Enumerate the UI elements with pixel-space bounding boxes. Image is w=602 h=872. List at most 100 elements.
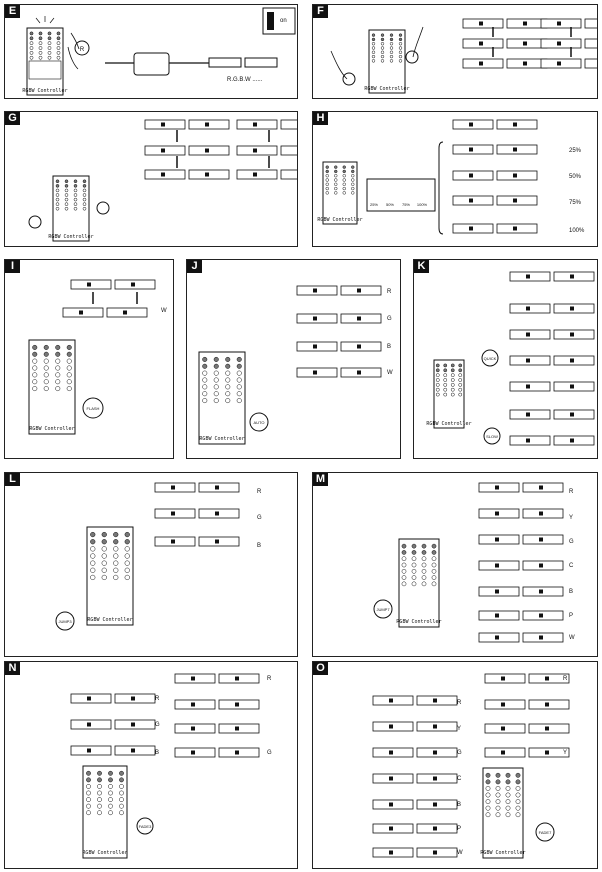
- led-strip-segment: [218, 723, 260, 734]
- led-strip-segment: [198, 536, 240, 547]
- remote-button-icon: [202, 384, 208, 390]
- jump3-button-label: JUMP3: [58, 619, 72, 624]
- remote-button-icon: [73, 184, 78, 188]
- led-strip-segment: [478, 534, 520, 545]
- led-strip-segment: [553, 381, 595, 392]
- brightness-button-labels: 25% 50% 75% 100%: [370, 202, 428, 207]
- remote-button-icon: [485, 799, 491, 804]
- remote-button-icon: [97, 810, 102, 816]
- led-strip-segment: [114, 745, 156, 756]
- remote-button-icon: [47, 46, 52, 50]
- remote-button-icon: [66, 344, 72, 350]
- led-strip-segment: [509, 303, 551, 314]
- remote-button-icon: [119, 810, 124, 816]
- remote-button-icon: [55, 197, 60, 202]
- led-strip-segment: [416, 721, 458, 732]
- color-g: G: [155, 722, 160, 728]
- remote-button-icon: [213, 363, 219, 369]
- remote-button-icon: [66, 365, 72, 371]
- color-c: C: [569, 563, 574, 569]
- led-strip-segment: [478, 610, 520, 621]
- remote-button-icon: [431, 556, 437, 562]
- remote-button-icon: [505, 792, 511, 798]
- remote-button-icon: [56, 36, 61, 41]
- led-strip-segment: [416, 773, 458, 784]
- led-strip-segment: [509, 329, 551, 340]
- led-strip-segment: [198, 508, 240, 519]
- color-right-r: R: [563, 676, 568, 682]
- led-strip-segment: [416, 799, 458, 810]
- led-strip-segment: [553, 435, 595, 446]
- color-p: P: [569, 613, 573, 619]
- led-strip-segment: [496, 195, 538, 206]
- remote-button-icon: [450, 368, 455, 373]
- led-strip-segment: [144, 119, 186, 130]
- remote-button-icon: [64, 202, 69, 206]
- remote-button-icon: [421, 550, 427, 555]
- remote-button-icon: [431, 575, 437, 580]
- remote-button-icon: [86, 810, 91, 816]
- controller-label: RGBW Controller: [317, 217, 362, 223]
- remote-button-icon: [342, 182, 346, 186]
- speed-up-button-icon: [96, 201, 110, 215]
- led-strip-segment: [372, 847, 414, 858]
- remote-button-icon: [43, 351, 49, 357]
- led-strip-segment: [522, 508, 564, 519]
- led-strip-segment: [528, 723, 570, 734]
- led-strip-segment: [452, 170, 494, 181]
- svg-text:50%: 50%: [386, 202, 394, 207]
- remote-button-icon: [371, 54, 376, 59]
- remote-button-icon: [108, 803, 113, 809]
- remote-button-icon: [97, 784, 102, 789]
- remote-button-icon: [334, 191, 338, 195]
- controller-label: RGBW Controller: [87, 617, 132, 623]
- led-strip-segment: [478, 482, 520, 493]
- speed-down-button-icon: [28, 215, 42, 229]
- remote-button-icon: [495, 805, 501, 811]
- jump7-button-label: JUMP7: [376, 607, 390, 612]
- rgbw-sequence-text: R.G.B.W ......: [227, 77, 263, 83]
- remote-button-icon: [411, 543, 417, 549]
- remote-button-icon: [411, 568, 417, 574]
- remote-button-icon: [421, 581, 427, 587]
- remote-button-icon: [515, 799, 521, 804]
- remote-button-icon: [82, 206, 87, 211]
- controller-label: RGBW Controller: [199, 436, 244, 442]
- remote-button-icon: [90, 546, 96, 552]
- remote-button-icon: [225, 391, 231, 397]
- remote-button-icon: [458, 392, 463, 397]
- remote-button-icon: [515, 792, 521, 798]
- remote-button-icon: [213, 370, 219, 376]
- panel-n: N R G B R G RGBW Controller FADE3: [4, 661, 298, 869]
- remote-button-icon: [225, 398, 231, 404]
- remote-button-icon: [411, 556, 417, 562]
- remote-button-icon: [435, 363, 440, 368]
- remote-button-icon: [495, 772, 501, 778]
- remote-button-icon: [43, 365, 49, 371]
- r-button-label: R: [80, 47, 85, 53]
- remote-button-icon: [458, 373, 463, 377]
- remote-button-icon: [342, 165, 346, 169]
- remote-button-icon: [56, 31, 61, 36]
- color-y: Y: [457, 726, 461, 732]
- remote-button-icon: [213, 356, 219, 362]
- led-strip-segment: [553, 271, 595, 282]
- level-75: 75%: [569, 200, 582, 206]
- remote-button-icon: [90, 560, 96, 566]
- remote-button-icon: [334, 186, 338, 191]
- led-strip-segment: [154, 536, 196, 547]
- led-strip-segment: [106, 307, 148, 318]
- remote-button-icon: [458, 387, 463, 392]
- remote-button-icon: [64, 197, 69, 202]
- led-strip-segment: [70, 745, 112, 756]
- remote-button-icon: [435, 387, 440, 392]
- remote-button-icon: [334, 169, 338, 174]
- remote-button-icon: [86, 790, 91, 796]
- remote-button-icon: [47, 55, 52, 60]
- remote-controller: RGBW Controller: [48, 175, 94, 242]
- remote-button-icon: [389, 50, 394, 54]
- remote-button-icon: [225, 377, 231, 383]
- remote-button-icon: [401, 575, 407, 580]
- quick-button-label: QUICK: [484, 356, 497, 361]
- led-strip-segment: [70, 719, 112, 730]
